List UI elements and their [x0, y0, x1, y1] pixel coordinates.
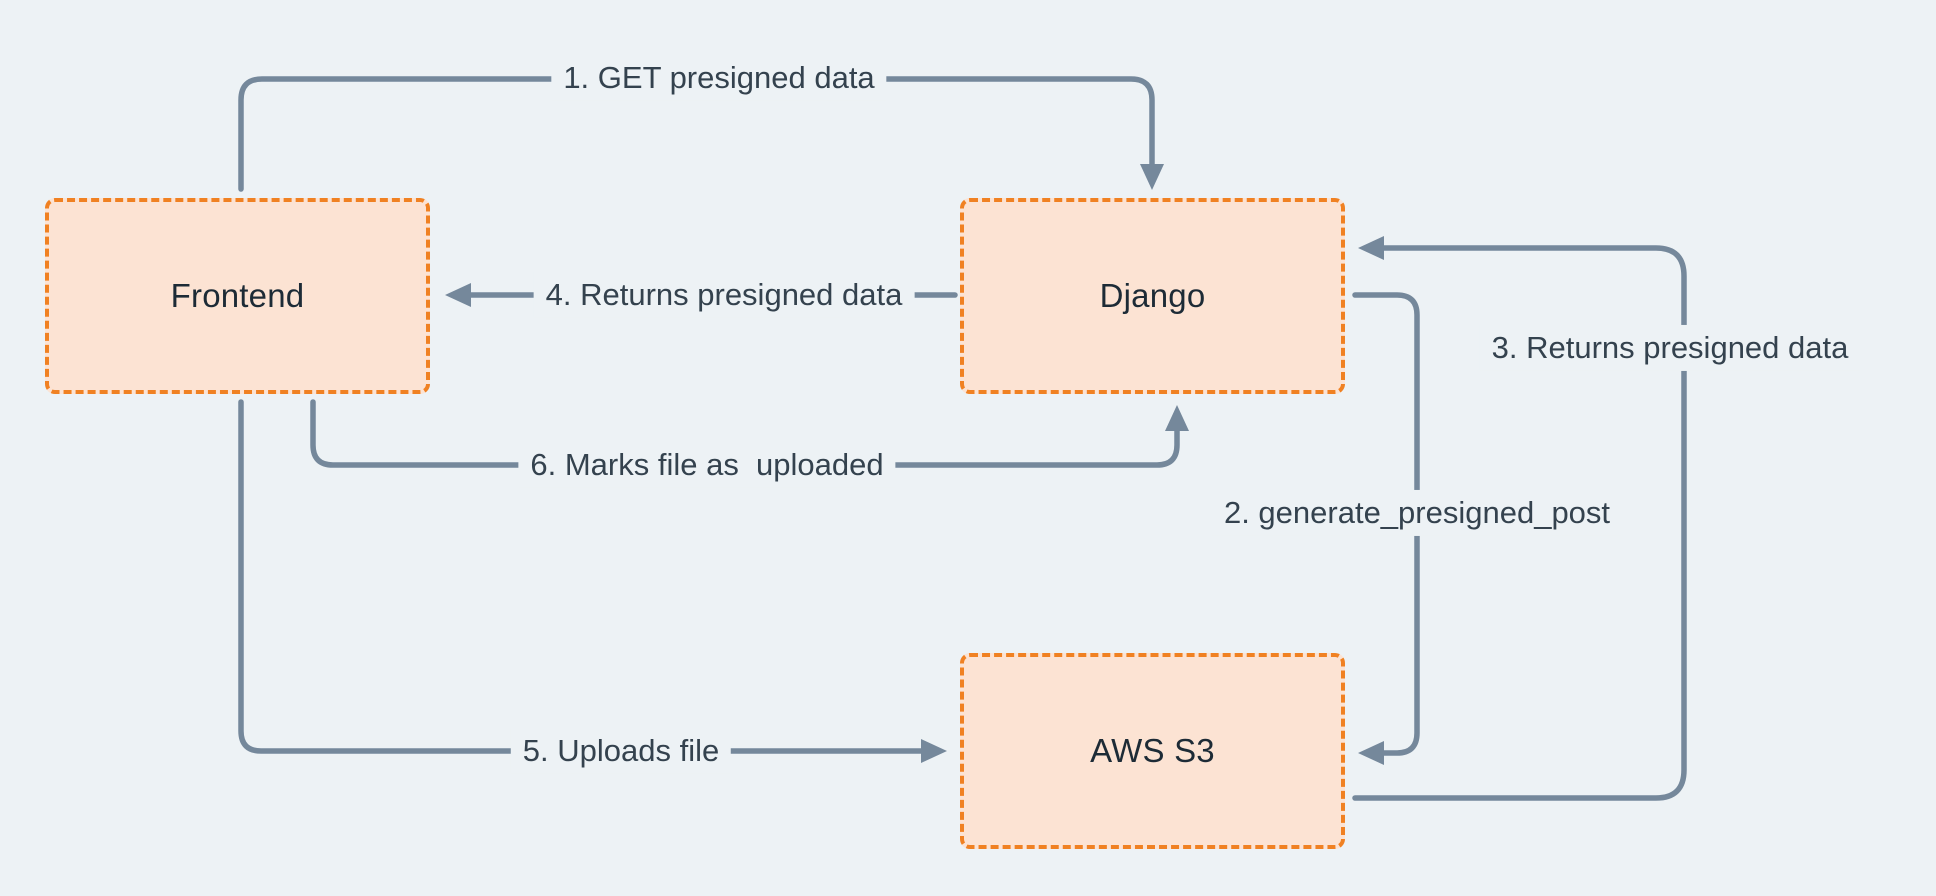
edge-label-uploads-file: 5. Uploads file: [510, 727, 732, 775]
edge-5-uploads-file: [238, 399, 947, 763]
arrowhead-left-icon: [445, 283, 471, 307]
edge-label-generate-presigned-post: 2. generate_presigned_post: [1211, 489, 1623, 537]
edge-3-returns-presigned-data: [1352, 236, 1687, 801]
arrowhead-left-icon: [1358, 741, 1384, 765]
arrowhead-right-icon: [921, 739, 947, 763]
arrowhead-down-icon: [1140, 164, 1164, 190]
node-frontend: Frontend: [45, 198, 430, 394]
node-frontend-label: Frontend: [170, 277, 305, 314]
edge-label-marks-file-uploaded: 6. Marks file as uploaded: [518, 441, 896, 489]
node-django: Django: [960, 198, 1345, 394]
edge-label-returns-presigned-data-frontend: 4. Returns presigned data: [533, 271, 915, 319]
node-django-label: Django: [1099, 277, 1206, 314]
node-aws-s3: AWS S3: [960, 653, 1345, 849]
node-aws-s3-label: AWS S3: [1090, 732, 1215, 769]
edge-label-get-presigned-data: 1. GET presigned data: [551, 54, 887, 102]
edge-5-path: [238, 399, 924, 754]
edge-label-returns-presigned-data-s3: 3. Returns presigned data: [1479, 324, 1861, 372]
arrowhead-left-icon: [1358, 236, 1384, 260]
arrowhead-up-icon: [1165, 405, 1189, 431]
edge-3-path: [1352, 245, 1687, 801]
